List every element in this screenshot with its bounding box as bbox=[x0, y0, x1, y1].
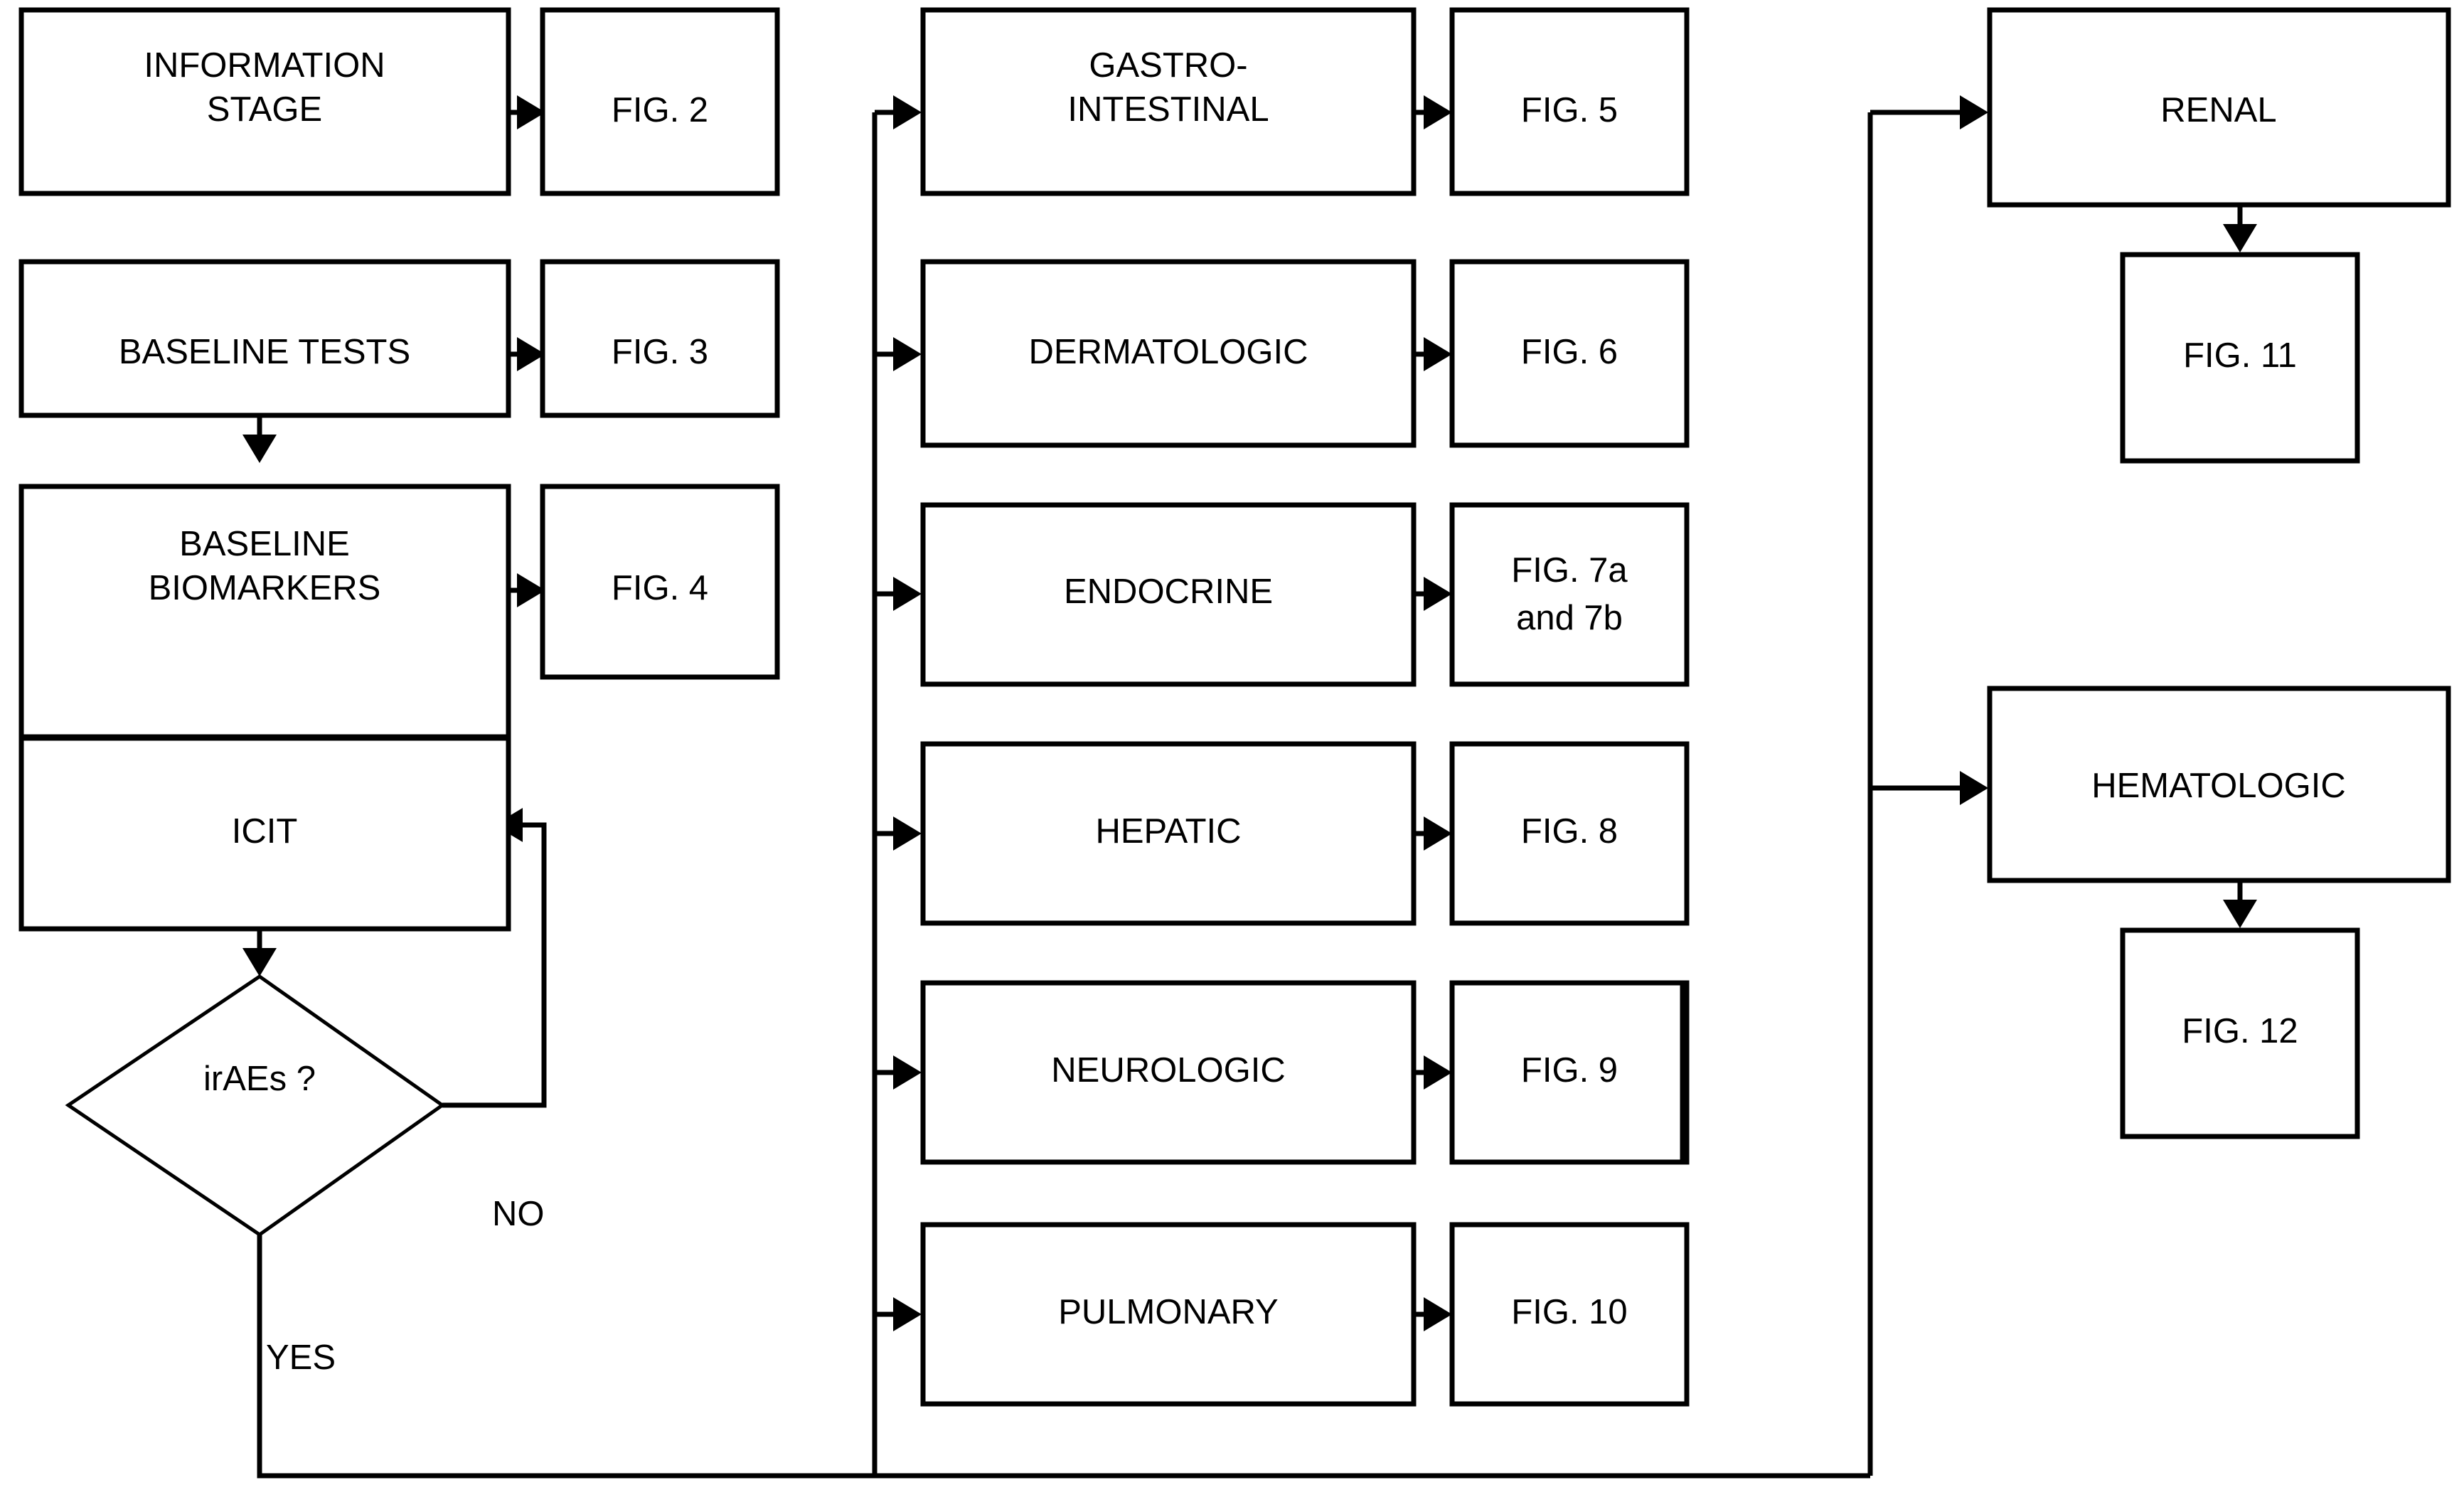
node-iraes-decision[interactable]: irAEs ? bbox=[65, 974, 446, 1237]
connector-baseline-tests-to-biomarkers bbox=[242, 415, 277, 463]
edge-label-yes: YES bbox=[266, 1338, 336, 1377]
connector-bus-to-dermatologic bbox=[875, 337, 922, 371]
fig2-label: FIG. 2 bbox=[612, 91, 708, 129]
fig7-label-line2: and 7b bbox=[1516, 599, 1623, 637]
fig6-label: FIG. 6 bbox=[1521, 333, 1618, 371]
connector-hematologic-to-fig12 bbox=[2223, 880, 2257, 928]
gastrointestinal-label-line1: GASTRO- bbox=[1089, 46, 1247, 85]
connector-bus-to-hepatic bbox=[875, 816, 922, 851]
connector-bus-to-endocrine bbox=[875, 577, 922, 611]
node-fig10[interactable]: FIG. 10 bbox=[1449, 1222, 1690, 1407]
endocrine-label: ENDOCRINE bbox=[1064, 573, 1273, 611]
fig3-label: FIG. 3 bbox=[612, 333, 708, 371]
connector-dermatologic-to-fig6 bbox=[1415, 337, 1452, 371]
node-hematologic[interactable]: HEMATOLOGIC bbox=[1987, 686, 2451, 883]
icit-label: ICIT bbox=[232, 812, 298, 851]
fig5-label: FIG. 5 bbox=[1521, 91, 1618, 129]
node-fig11[interactable]: FIG. 11 bbox=[2120, 252, 2360, 464]
node-baseline-biomarkers[interactable]: BASELINE BIOMARKERS bbox=[18, 484, 511, 740]
connector-endocrine-to-fig7 bbox=[1415, 577, 1452, 611]
connector-hepatic-to-fig8 bbox=[1415, 816, 1452, 851]
connector-riser-to-hematologic bbox=[1870, 771, 1988, 805]
fig7-label-line1: FIG. 7a bbox=[1511, 551, 1628, 590]
node-fig2[interactable]: FIG. 2 bbox=[540, 7, 780, 196]
connector-baseline-tests-to-fig3 bbox=[508, 337, 545, 371]
pulmonary-label: PULMONARY bbox=[1058, 1293, 1279, 1331]
fig11-label: FIG. 11 bbox=[2183, 336, 2297, 375]
connector-riser-to-renal bbox=[1870, 95, 1988, 129]
node-fig12[interactable]: FIG. 12 bbox=[2120, 927, 2360, 1139]
node-icit[interactable]: ICIT bbox=[18, 735, 511, 932]
connector-icit-to-decision bbox=[242, 929, 277, 976]
connector-yes-branch bbox=[257, 1235, 1870, 1479]
edge-label-no: NO bbox=[492, 1195, 545, 1233]
information-stage-label-line2: STAGE bbox=[207, 90, 322, 129]
connector-biomarkers-to-fig4 bbox=[508, 573, 545, 607]
node-fig5[interactable]: FIG. 5 bbox=[1449, 7, 1690, 196]
connector-pulmonary-to-fig10 bbox=[1415, 1297, 1452, 1331]
connector-information-to-fig2 bbox=[508, 95, 545, 129]
node-pulmonary[interactable]: PULMONARY bbox=[920, 1222, 1417, 1407]
node-neurologic[interactable]: NEUROLOGIC bbox=[920, 980, 1417, 1165]
node-fig4[interactable]: FIG. 4 bbox=[540, 484, 780, 680]
connector-bus-to-pulmonary bbox=[875, 1297, 922, 1331]
node-hepatic[interactable]: HEPATIC bbox=[920, 741, 1417, 926]
fig8-label: FIG. 8 bbox=[1521, 812, 1618, 851]
node-dermatologic[interactable]: DERMATOLOGIC bbox=[920, 259, 1417, 448]
connector-bus-to-gastrointestinal bbox=[875, 95, 922, 129]
fig12-label: FIG. 12 bbox=[2182, 1012, 2298, 1050]
node-renal[interactable]: RENAL bbox=[1987, 7, 2451, 208]
gastrointestinal-label-line2: INTESTINAL bbox=[1067, 90, 1269, 129]
neurologic-label: NEUROLOGIC bbox=[1051, 1051, 1285, 1090]
node-fig9[interactable]: FIG. 9 bbox=[1449, 980, 1690, 1165]
baseline-biomarkers-label-line2: BIOMARKERS bbox=[149, 569, 381, 607]
node-information-stage[interactable]: INFORMATION STAGE bbox=[18, 7, 511, 196]
connector-gastrointestinal-to-fig5 bbox=[1415, 95, 1452, 129]
baseline-biomarkers-label-line1: BASELINE bbox=[179, 525, 350, 563]
fig10-label: FIG. 10 bbox=[1511, 1293, 1627, 1331]
hepatic-label: HEPATIC bbox=[1095, 812, 1241, 851]
connector-bus-to-neurologic bbox=[875, 1055, 922, 1090]
fig9-label: FIG. 9 bbox=[1521, 1051, 1618, 1090]
node-endocrine[interactable]: ENDOCRINE bbox=[920, 502, 1417, 687]
node-fig6[interactable]: FIG. 6 bbox=[1449, 259, 1690, 448]
node-gastrointestinal[interactable]: GASTRO- INTESTINAL bbox=[920, 7, 1417, 196]
node-fig8[interactable]: FIG. 8 bbox=[1449, 741, 1690, 926]
connector-renal-to-fig11 bbox=[2223, 205, 2257, 252]
hematologic-label: HEMATOLOGIC bbox=[2091, 767, 2346, 805]
node-fig3[interactable]: FIG. 3 bbox=[540, 259, 780, 418]
node-fig7[interactable]: FIG. 7a and 7b bbox=[1449, 502, 1690, 687]
fig4-label: FIG. 4 bbox=[612, 569, 708, 607]
baseline-tests-label: BASELINE TESTS bbox=[119, 333, 410, 371]
renal-label: RENAL bbox=[2160, 91, 2276, 129]
dermatologic-label: DERMATOLOGIC bbox=[1029, 333, 1308, 371]
information-stage-label-line1: INFORMATION bbox=[144, 46, 385, 85]
node-baseline-tests[interactable]: BASELINE TESTS bbox=[18, 259, 511, 418]
iraes-decision-label: irAEs ? bbox=[203, 1060, 316, 1098]
connector-neurologic-to-fig9 bbox=[1415, 1055, 1452, 1090]
